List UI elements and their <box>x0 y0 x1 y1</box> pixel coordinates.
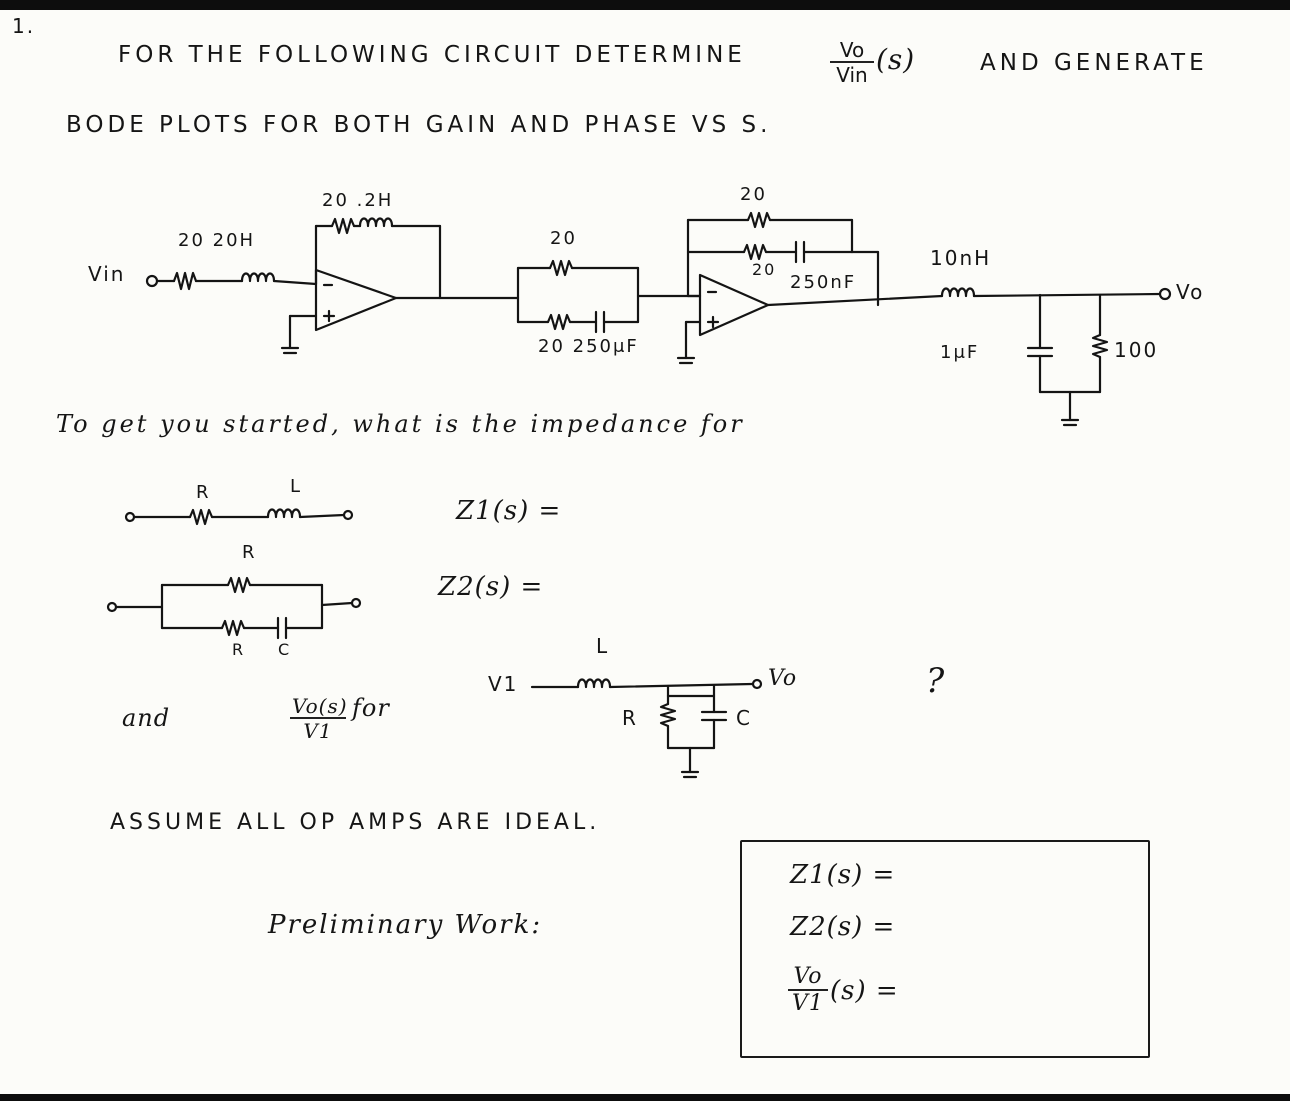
stage2-top-r: 20 <box>550 228 577 249</box>
series-resistor <box>188 508 214 526</box>
main-circuit-schematic <box>145 211 1172 427</box>
stage1-input-resistor <box>172 271 198 291</box>
stage2-bottom-values: 20 250μF <box>538 336 639 357</box>
paper-sheet <box>0 10 1290 1094</box>
opamp-2 <box>698 273 770 337</box>
vo-terminal <box>1158 287 1172 301</box>
parallel-bottom-resistor <box>220 619 246 637</box>
stage3-fb-cap: 250nF <box>790 272 857 293</box>
parallel-c-label: C <box>278 640 292 659</box>
filter-v1-label: V1 <box>488 672 519 696</box>
question-mark: ? <box>926 661 946 701</box>
answer-box <box>740 840 1150 1058</box>
vo-label: Vo <box>1176 280 1205 304</box>
output-resistor <box>1091 333 1109 359</box>
filter-ratio-num: Vo(s) <box>290 694 348 719</box>
output-inductor <box>940 287 976 298</box>
vin-label: Vin <box>88 262 126 286</box>
stage3-fb-r-top: 20 <box>740 184 767 205</box>
header-ratio-num: Vo <box>830 40 874 63</box>
header-ratio-den: Vin <box>836 63 868 87</box>
filter-sketch <box>530 678 763 779</box>
header-ratio: Vo Vin <box>830 40 874 85</box>
parallel-network-sketch <box>106 576 362 640</box>
assume-text: ASSUME ALL OP AMPS ARE IDEAL. <box>110 810 601 835</box>
problem-number: 1. <box>12 14 36 38</box>
answer-vo-tail: (s) = <box>830 976 899 1006</box>
and-text: and <box>122 704 171 732</box>
for-text: for <box>352 694 390 722</box>
answer-vo-num: Vo <box>788 966 828 991</box>
header-line2: BODE PLOTS FOR BOTH GAIN AND PHASE VS S. <box>66 112 772 138</box>
series-r-label: R <box>196 482 211 503</box>
top-scan-border <box>0 0 1290 10</box>
series-inductor <box>266 508 302 519</box>
stage2-top-resistor <box>548 259 574 277</box>
parallel-top-resistor <box>226 576 252 594</box>
answer-vo-den: V1 <box>792 991 824 1016</box>
stage3-feedback-resistor-top <box>746 211 772 229</box>
stage1-feedback-resistor <box>330 217 356 235</box>
header-line1-suffix: AND GENERATE <box>980 50 1208 76</box>
header-of-s: (s) <box>876 43 916 76</box>
filter-ratio: Vo(s) V1 <box>290 694 348 743</box>
preliminary-work-label: Preliminary Work: <box>268 910 543 940</box>
header-line1-prefix: FOR THE FOLLOWING CIRCUIT DETERMINE <box>118 42 746 68</box>
filter-resistor <box>659 702 677 728</box>
stage1-feedback-inductor <box>358 217 394 228</box>
answer-z1: Z1(s) = <box>790 860 896 890</box>
series-l-label: L <box>290 476 303 497</box>
opamp-1 <box>314 268 398 332</box>
filter-ratio-den: V1 <box>303 719 333 743</box>
stage2-bottom-resistor <box>546 313 572 331</box>
output-r-label: 100 <box>1114 338 1159 362</box>
stage1-input-inductor <box>240 272 276 283</box>
output-inductor-label: 10nH <box>930 246 992 270</box>
output-cap-label: 1μF <box>940 342 980 363</box>
vin-terminal <box>145 274 159 288</box>
parallel-r2-label: R <box>232 640 246 659</box>
stage1-input-values: 20 20H <box>178 230 256 251</box>
answer-vo-ratio: Vo V1 <box>788 966 828 1015</box>
filter-l-label: L <box>596 634 610 658</box>
stage1-feedback-values: 20 .2H <box>322 190 394 211</box>
z1-question: Z1(s) = <box>456 496 562 526</box>
bottom-scan-border <box>0 1094 1290 1101</box>
series-rl-sketch <box>124 508 354 526</box>
filter-inductor <box>576 678 612 689</box>
filter-vo-label: Vo <box>768 666 798 691</box>
stage3-feedback-resistor-bottom <box>742 243 768 261</box>
answer-z2: Z2(s) = <box>790 912 896 942</box>
intro-text: To get you started, what is the impedanc… <box>56 410 745 438</box>
z2-question: Z2(s) = <box>438 572 544 602</box>
filter-r-label: R <box>622 706 638 730</box>
filter-c-label: C <box>736 706 752 730</box>
stage3-fb-r-bottom: 20 <box>752 260 777 279</box>
parallel-r-label: R <box>242 542 257 563</box>
